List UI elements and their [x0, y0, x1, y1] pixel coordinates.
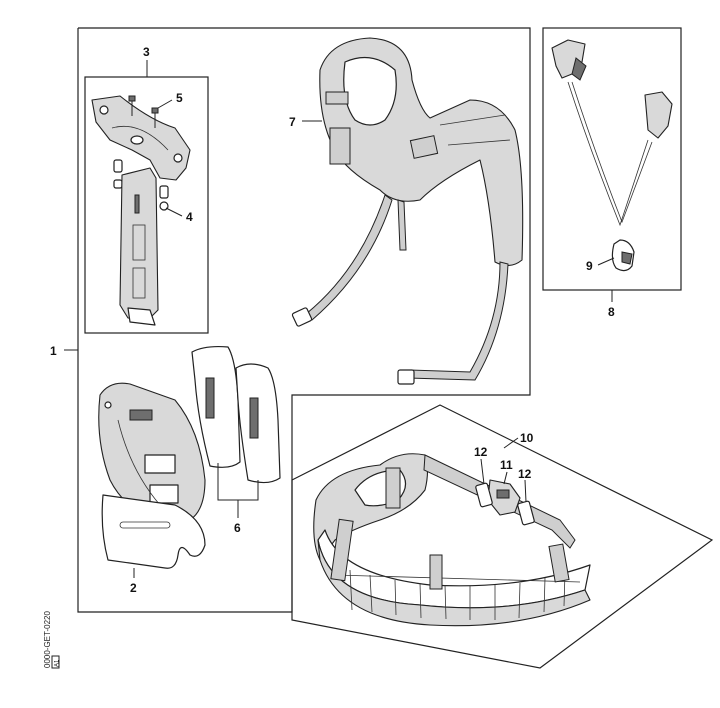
- mounting-rail: [119, 167, 159, 326]
- callout-10: 10: [520, 431, 534, 445]
- adjuster-part-12: [475, 482, 535, 526]
- strap-with-hooks: [551, 39, 673, 227]
- back-plate: [98, 382, 206, 523]
- callout-9: 9: [586, 259, 593, 273]
- document-id-text: 0000-GET-0220: [43, 611, 52, 668]
- mounting-plate: [91, 95, 191, 181]
- callout-5: 5: [176, 91, 183, 105]
- callout-7: 7: [289, 115, 296, 129]
- callout-12a: 12: [474, 445, 488, 459]
- callout-3: 3: [143, 45, 150, 59]
- hip-belt: [313, 453, 591, 627]
- assembly-10-frame: [291, 404, 714, 669]
- leader-lines: [64, 60, 615, 578]
- document-id: 0000-GET-0220 A1: [43, 611, 61, 669]
- snap-hook-part-9: [611, 239, 635, 272]
- buckle-part-11: [487, 479, 521, 516]
- base-plate-part-2: [101, 494, 206, 569]
- callout-6: 6: [234, 521, 241, 535]
- document-id-sub: A1: [55, 659, 61, 667]
- callout-2: 2: [130, 581, 137, 595]
- assembly-1-frame: [77, 27, 531, 613]
- callouts: 1 2 3 4 5 6 7 8 9 10 11 12 12: [50, 45, 615, 595]
- callout-8: 8: [608, 305, 615, 319]
- callout-12b: 12: [518, 467, 532, 481]
- pad-part-6: [191, 345, 281, 484]
- shoulder-harness-part-7: [291, 37, 524, 385]
- callout-11: 11: [500, 458, 513, 472]
- screw-part-5: [128, 95, 159, 128]
- callout-4: 4: [186, 210, 193, 224]
- callout-1: 1: [50, 344, 57, 358]
